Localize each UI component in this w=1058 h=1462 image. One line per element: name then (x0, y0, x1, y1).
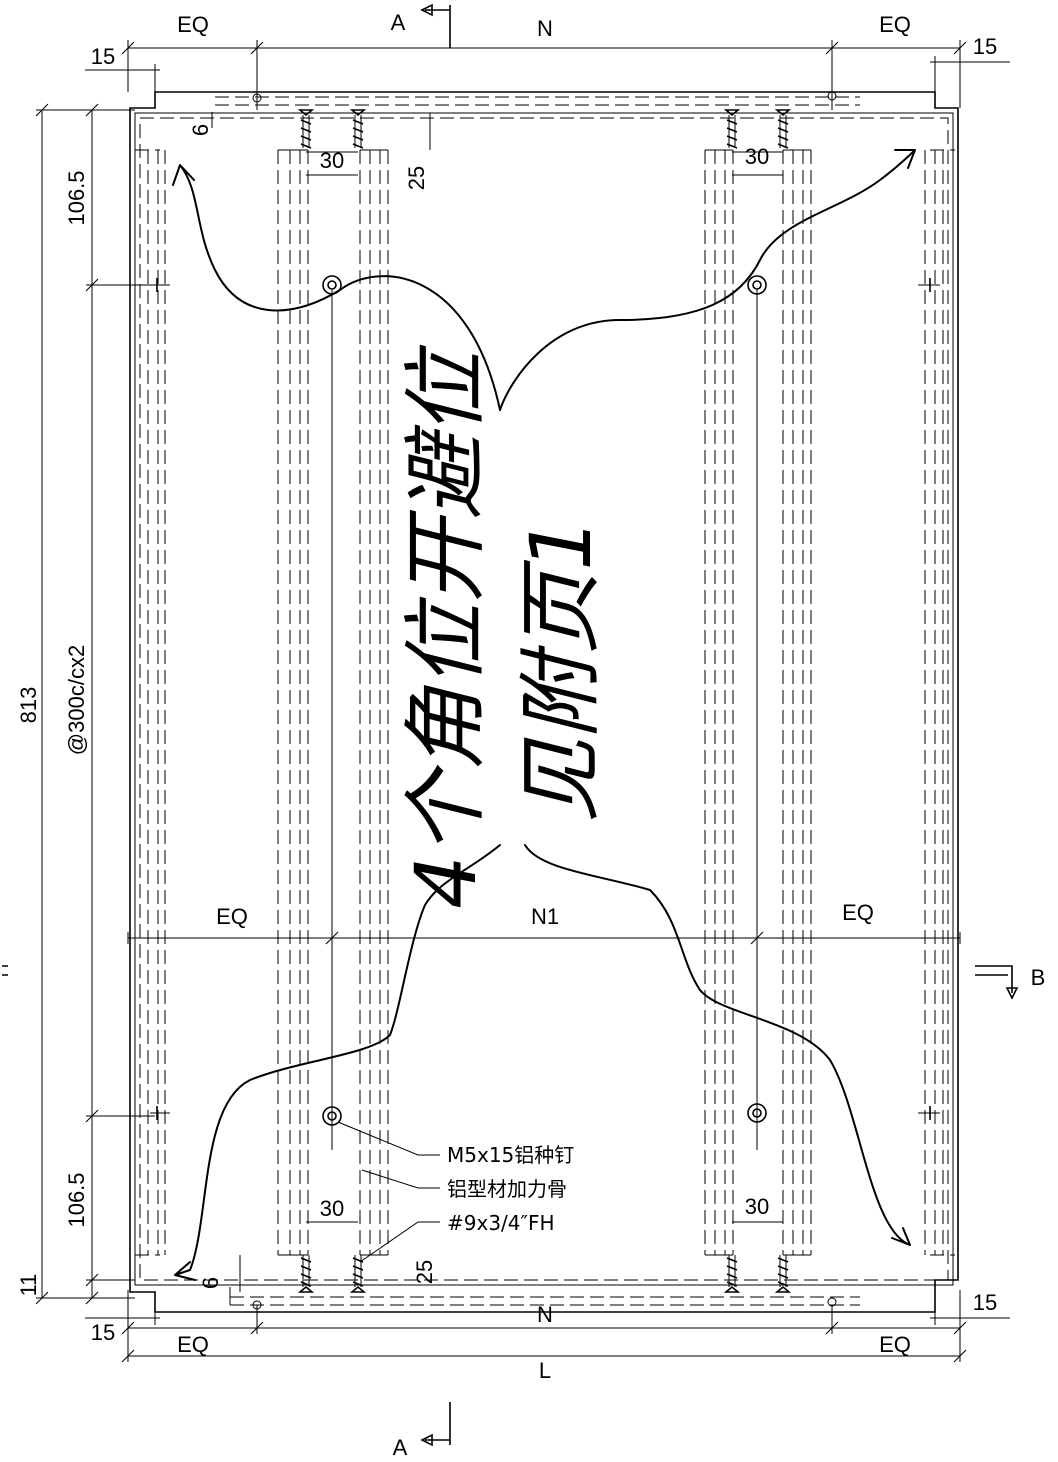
screw-br-2 (774, 1255, 792, 1293)
handwritten-arrows (172, 149, 916, 1281)
screw-tr-1 (723, 109, 741, 149)
rivet-tr (747, 275, 767, 295)
left-profile (277, 149, 389, 1256)
dim-top-eq-left: EQ (177, 12, 209, 37)
dimension-lines (35, 40, 1010, 1363)
screw-br-1 (723, 1255, 741, 1293)
screw-bl-2 (349, 1255, 367, 1293)
section-markers (2, 3, 1019, 1447)
dimension-texts: EQ N EQ 15 15 EQ N EQ 15 15 L EQ N1 EQ 8… (16, 12, 997, 1383)
dim-mid-n1: N1 (531, 904, 559, 929)
dim-gap-25-bottom: 25 (412, 1260, 437, 1284)
section-a-top: A (391, 10, 406, 35)
dim-top-eq-right: EQ (879, 12, 911, 37)
dim-top-15-left: 15 (91, 44, 115, 69)
dim-mid-eq-left: EQ (216, 904, 248, 929)
section-labels: A A B (391, 10, 1046, 1460)
right-profile (704, 149, 812, 1256)
callout-profile: 铝型材加力骨 (447, 1177, 567, 1201)
dim-bottom-n: N (537, 1302, 553, 1327)
dim-bottom-11: 11 (16, 1274, 41, 1297)
rivet-br (747, 1103, 767, 1123)
screw-tr-2 (774, 109, 792, 149)
dim-bottom-eq-left: EQ (177, 1332, 209, 1357)
dim-spacing: @300c/cx2 (64, 645, 89, 755)
dim-top-15-right: 15 (973, 34, 997, 59)
dim-edge-bottom: 106.5 (64, 1172, 89, 1227)
dim-30-bottom-right: 30 (745, 1194, 769, 1219)
screw-tl-2 (349, 109, 367, 149)
dim-bottom-15-right: 15 (973, 1290, 997, 1315)
callout-rivet: M5x15铝种钉 (447, 1143, 574, 1167)
screw-bl-1 (297, 1255, 315, 1293)
screw-tl-1 (297, 109, 315, 149)
callout-screw: #9x3/4″FH (447, 1211, 555, 1235)
screws (297, 109, 792, 1293)
dim-30-top-left: 30 (320, 148, 344, 173)
dim-overall-l: L (539, 1358, 551, 1383)
section-b-right: B (1031, 965, 1046, 990)
dim-bottom-15-left: 15 (91, 1320, 115, 1345)
dim-30-bottom-left: 30 (320, 1196, 344, 1221)
dim-gap-6-bottom: 6 (198, 1277, 223, 1289)
dim-top-n: N (537, 16, 553, 41)
dim-height-813: 813 (16, 687, 41, 724)
dim-bottom-eq-right: EQ (879, 1332, 911, 1357)
handwritten-note: 4个角位开避位 见附页1 (397, 344, 610, 908)
dim-mid-eq-right: EQ (842, 900, 874, 925)
dim-gap-25-top: 25 (404, 166, 429, 190)
handwritten-line-1: 4个角位开避位 (397, 344, 495, 908)
dim-edge-top: 106.5 (64, 170, 89, 225)
rivet-bl (322, 1106, 342, 1126)
handwritten-line-2: 见附页1 (512, 517, 610, 822)
callout-labels: M5x15铝种钉 铝型材加力骨 #9x3/4″FH (447, 1143, 574, 1235)
dim-30-top-right: 30 (745, 144, 769, 169)
edge-channels (147, 150, 944, 1255)
dim-gap-6-top: 6 (188, 124, 213, 136)
section-a-bottom: A (393, 1435, 408, 1460)
